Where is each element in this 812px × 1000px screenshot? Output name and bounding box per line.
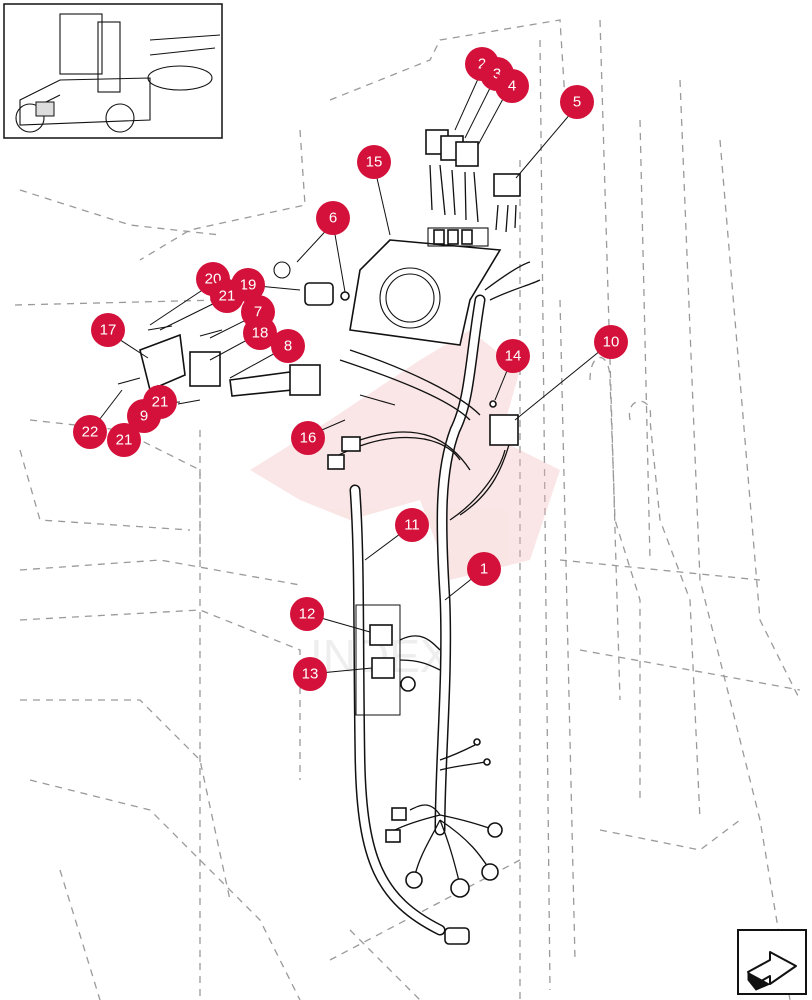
svg-text:21: 21 [152,394,169,411]
svg-text:21: 21 [219,288,236,305]
callout-16[interactable]: 16 [291,421,325,455]
callout-13[interactable]: 13 [293,657,327,691]
callout-6[interactable]: 6 [316,201,350,235]
svg-text:8: 8 [284,338,292,355]
connector-16 [327,394,396,470]
svg-text:22: 22 [82,424,99,441]
callout-14[interactable]: 14 [496,339,530,373]
callout-12[interactable]: 12 [290,597,324,631]
instrument-panel [349,227,502,346]
machine-thumbnail [3,3,223,139]
svg-text:7: 7 [254,304,262,321]
combination-switch-8 [229,364,321,397]
background-outline [14,19,801,1000]
callout-15[interactable]: 15 [357,145,391,179]
svg-text:16: 16 [300,430,317,447]
callout-21c[interactable]: 21 [107,423,141,457]
harness-11 [349,484,446,936]
callout-10[interactable]: 10 [594,325,628,359]
svg-text:13: 13 [302,666,319,683]
svg-text:5: 5 [573,94,581,111]
svg-text:10: 10 [603,334,620,351]
screws [117,325,223,405]
callout-22[interactable]: 22 [73,415,107,449]
svg-text:19: 19 [240,277,257,294]
callout-21a[interactable]: 21 [210,279,244,313]
svg-text:14: 14 [505,348,522,365]
svg-text:1: 1 [480,561,488,578]
callout-5[interactable]: 5 [560,85,594,119]
svg-text:4: 4 [508,78,516,95]
callout-17[interactable]: 17 [91,313,125,347]
svg-text:12: 12 [299,606,316,623]
arrow-icon[interactable] [737,929,807,995]
callout-11[interactable]: 11 [395,508,429,542]
switches-2-3-4 [425,129,479,223]
svg-text:3: 3 [493,66,501,83]
svg-text:18: 18 [252,325,269,342]
relays-12-13 [355,604,416,716]
callout-1[interactable]: 1 [467,552,501,586]
bracket-17 [139,333,221,392]
svg-text:11: 11 [404,517,420,534]
svg-text:17: 17 [100,322,117,339]
switch-5 [493,173,521,233]
harness-1 [434,294,486,836]
svg-text:21: 21 [116,432,133,449]
bottom-connectors [385,738,503,945]
callout-4[interactable]: 4 [495,69,529,103]
callout-21b[interactable]: 21 [143,385,177,419]
callout-18[interactable]: 18 [243,316,277,350]
svg-text:15: 15 [366,154,383,171]
svg-text:2: 2 [478,56,486,73]
svg-text:9: 9 [140,408,148,425]
key-switch-6 [273,261,350,306]
svg-text:6: 6 [329,210,337,227]
branch-wires [329,261,541,886]
relay-10-14 [489,400,519,446]
callout-8[interactable]: 8 [271,329,305,363]
